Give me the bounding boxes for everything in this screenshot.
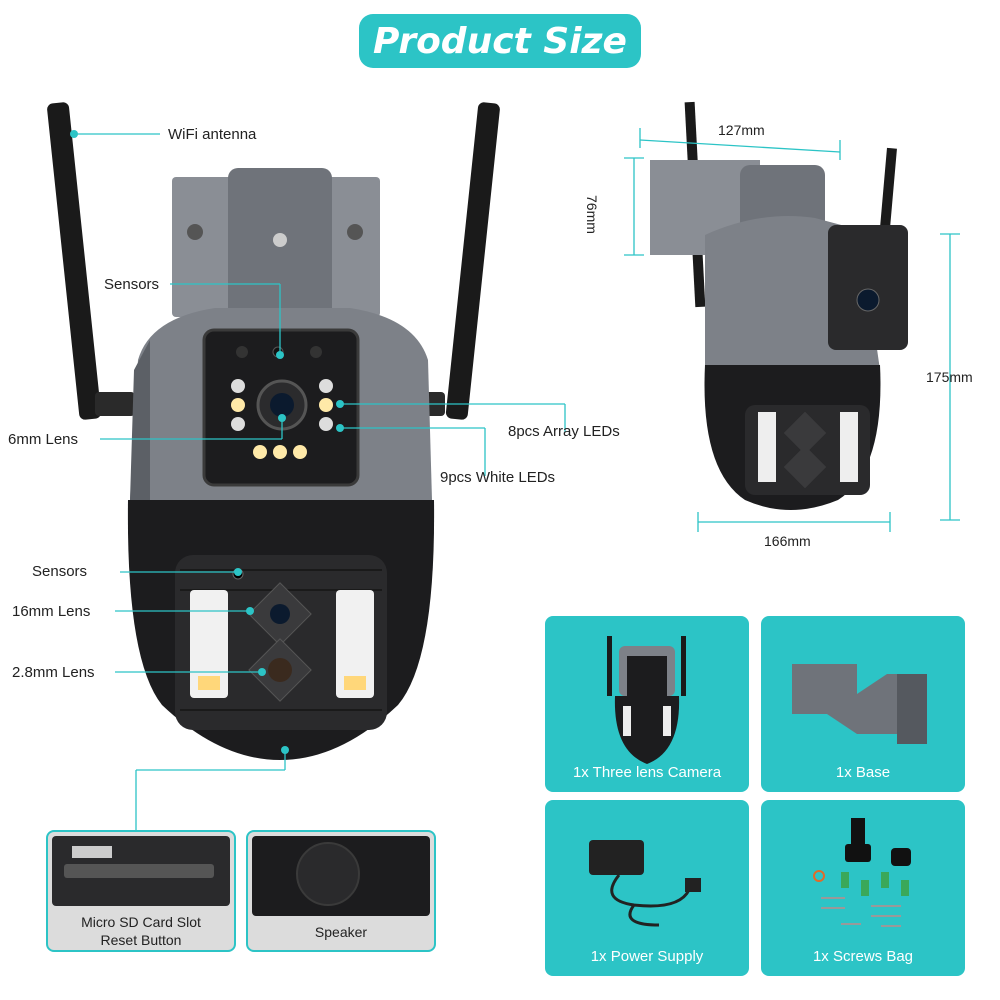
reset-button-label: Reset Button: [100, 932, 182, 948]
title-banner: Product Size: [359, 14, 641, 68]
package-card-base: 1x Base: [761, 616, 965, 792]
dimension-height-right: 175mm: [926, 369, 973, 385]
label-sensors-top: Sensors: [104, 276, 160, 293]
screws-bag-label: 1x Screws Bag: [812, 948, 914, 965]
dimension-camera: [650, 101, 908, 510]
package-card-camera: 1x Three lens Camera: [545, 616, 749, 792]
label-16mm-lens: 16mm Lens: [12, 603, 91, 620]
dimension-width-top: 127mm: [718, 122, 765, 138]
label-2-8mm-lens: 2.8mm Lens: [12, 664, 95, 681]
camera-thumbnail: [607, 636, 686, 764]
speaker-label: Speaker: [314, 924, 368, 940]
base-label: 1x Base: [835, 764, 891, 781]
camera-label: 1x Three lens Camera: [572, 764, 722, 781]
screws-bag-thumbnail: [813, 818, 911, 927]
label-sensors-bottom: Sensors: [32, 563, 88, 580]
label-6mm-lens: 6mm Lens: [8, 431, 79, 448]
label-white-leds: 9pcs White LEDs: [440, 469, 556, 486]
dimension-width-bottom: 166mm: [764, 533, 811, 549]
dimension-height-left: 76mm: [584, 195, 600, 234]
power-supply-thumbnail: [589, 840, 701, 927]
page-title: Product Size: [373, 20, 627, 62]
package-card-screws: 1x Screws Bag: [761, 800, 965, 976]
detail-card-sd-slot: Micro SD Card Slot Reset Button: [46, 830, 236, 952]
sd-slot-label: Micro SD Card Slot: [81, 914, 201, 930]
speaker-image: [252, 836, 430, 916]
base-thumbnail: [792, 664, 927, 744]
detail-card-speaker: Speaker: [246, 830, 436, 952]
callout-lines: [74, 133, 566, 832]
sd-slot-image: [52, 836, 230, 906]
label-array-leds: 8pcs Array LEDs: [508, 423, 620, 440]
dimension-lines: [624, 128, 960, 532]
label-wifi-antenna: WiFi antenna: [168, 126, 257, 143]
left-antenna: [47, 102, 102, 420]
right-antenna: [445, 102, 500, 420]
package-card-power: 1x Power Supply: [545, 800, 749, 976]
power-supply-label: 1x Power Supply: [590, 948, 704, 965]
